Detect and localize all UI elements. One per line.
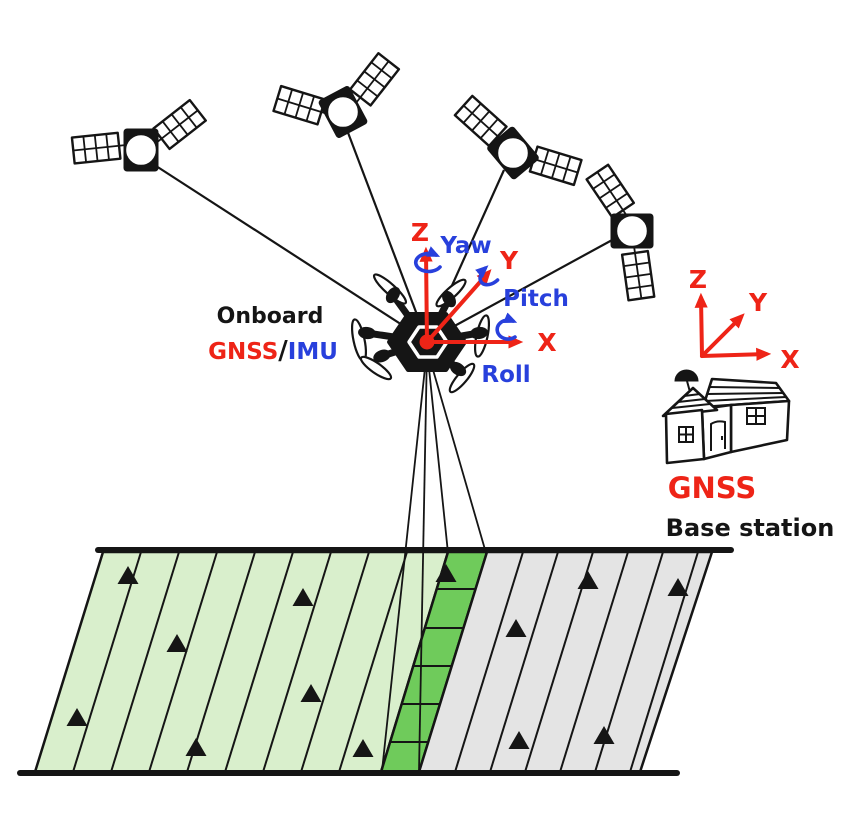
camera-footprint-line [426, 348, 449, 554]
triangle-gcp-marker [508, 731, 530, 749]
triangle-gcp-marker [435, 564, 457, 582]
triangle-gcp-marker [577, 571, 599, 589]
yaw-label: Yaw [439, 233, 491, 259]
z-axis-label: Z [411, 218, 429, 247]
satellite-icon [453, 94, 583, 187]
triangle-gcp-marker [352, 739, 374, 757]
y-axis-label: Y [499, 246, 519, 275]
triangle-gcp-marker [292, 588, 314, 606]
gnss-text: GNSS [208, 339, 278, 365]
flight-strip-line [148, 551, 218, 773]
camera-footprint-line [418, 348, 428, 772]
flight-strip-line [629, 551, 699, 773]
flight-strip-line [72, 551, 142, 773]
pitch-rotation-arrow [475, 265, 500, 287]
triangle-gcp-marker [667, 578, 689, 596]
yaw-rotation-arrow [414, 246, 442, 274]
camera-footprint-line [381, 348, 428, 772]
camera-footprint-lines [381, 348, 487, 772]
triangle-gcp-marker [505, 619, 527, 637]
triangle-gcp-marker [185, 738, 207, 756]
gnss-imu-label: GNSS/IMU [208, 336, 338, 366]
window-icon [678, 426, 694, 443]
gnss-base-station: Z Y X [661, 265, 835, 542]
onboard-sensor-label: Onboard GNSS/IMU [208, 304, 338, 366]
base-station-label: Base station [666, 514, 835, 542]
y-axis-arrow [425, 269, 492, 344]
slash-text: / [278, 336, 288, 366]
ground-control-points [66, 564, 689, 757]
triangle-gcp-marker [300, 684, 322, 702]
house-icon [661, 369, 791, 465]
satellite-signal-line [345, 129, 429, 342]
triangle-gcp-marker [593, 726, 615, 744]
flight-strip-line [338, 551, 408, 773]
pitch-label: Pitch [503, 286, 569, 312]
flight-strip-line [186, 551, 256, 773]
satellite-signal-line [152, 163, 428, 342]
roll-label: Roll [481, 362, 530, 388]
triangle-gcp-marker [117, 566, 139, 584]
base-x-axis-label: X [780, 345, 799, 374]
satellite-icon [272, 52, 401, 138]
flight-strip-line [454, 551, 524, 773]
flight-strip-line [300, 551, 370, 773]
satellite-signal-line [426, 238, 615, 342]
z-axis-arrow [419, 246, 433, 346]
base-y-axis-arrow [700, 313, 745, 358]
field-borders [17, 547, 734, 776]
flight-strip-line [224, 551, 294, 773]
onboard-label: Onboard [217, 304, 324, 329]
house-middle-wall [700, 403, 733, 461]
imu-text: IMU [288, 339, 338, 365]
flight-strip-line [489, 551, 559, 773]
roll-rotation-arrow [495, 312, 518, 341]
door-icon [710, 420, 726, 451]
survey-field [33, 550, 714, 774]
base-z-axis-arrow [694, 292, 708, 358]
hexacopter-drone-icon [350, 273, 491, 394]
base-z-axis-label: Z [689, 265, 707, 294]
drone-body-axes: Z Y X Yaw Pitch Roll [411, 218, 569, 388]
window-icon [746, 407, 766, 425]
body-origin-dot [419, 334, 435, 350]
base-x-axis-arrow [700, 347, 772, 361]
triangle-gcp-marker [166, 634, 188, 652]
satellite-icon [70, 98, 207, 172]
camera-footprint-line [426, 348, 487, 554]
x-axis-label: X [537, 328, 556, 357]
satellite-icon [585, 163, 656, 302]
base-gnss-label: GNSS [668, 471, 757, 505]
base-y-axis-label: Y [748, 288, 768, 317]
triangle-gcp-marker [66, 708, 88, 726]
flight-strip-line [110, 551, 180, 773]
flight-strip-line [559, 551, 629, 773]
flight-strip-line [262, 551, 332, 773]
